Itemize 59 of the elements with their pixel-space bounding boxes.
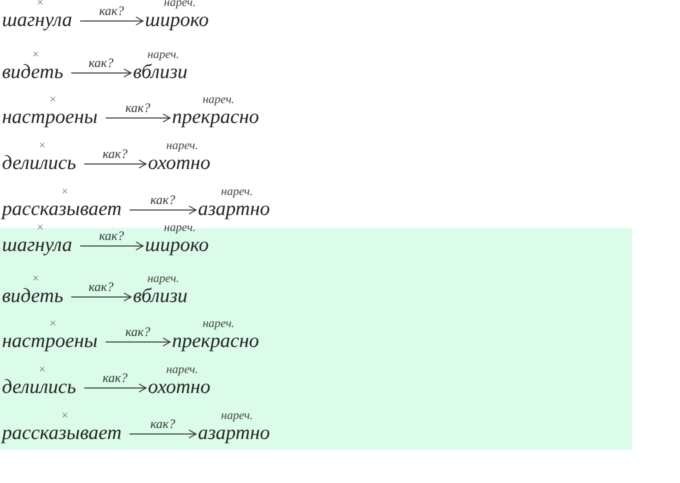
arrow: [70, 292, 132, 302]
arrow: [80, 242, 144, 250]
part-of-speech-note: нареч.: [166, 138, 198, 152]
word: делились: [2, 376, 76, 398]
part-of-speech-note: нареч.: [221, 408, 253, 422]
edge-label: как?: [150, 193, 176, 206]
word: рассказывает: [2, 198, 122, 220]
part-of-speech-note: нареч.: [164, 220, 196, 234]
edge-label: как?: [102, 147, 128, 160]
cross-mark: ×: [60, 408, 69, 422]
cross-mark: ×: [60, 184, 69, 198]
cross-mark: ×: [32, 271, 40, 285]
arrow: [84, 160, 146, 168]
part-of-speech-note: нареч.: [164, 0, 196, 9]
word: прекрасно: [172, 330, 260, 352]
word: азартно: [198, 422, 270, 444]
edge-label: как?: [125, 101, 150, 114]
cross-mark: ×: [48, 92, 57, 106]
word: широко: [145, 9, 209, 31]
word: вблизи: [133, 285, 188, 307]
edge-label: как?: [125, 325, 150, 338]
arrow: [84, 384, 146, 392]
word: широко: [145, 234, 209, 256]
word: видеть: [2, 285, 64, 307]
arrow: [129, 430, 196, 438]
word: шагнула: [2, 234, 72, 256]
part-of-speech-note: нареч.: [147, 271, 180, 285]
word: шагнула: [2, 9, 72, 31]
cross-mark: ×: [36, 220, 44, 234]
word: прекрасно: [172, 106, 260, 128]
cross-mark: ×: [38, 138, 46, 152]
edge-label: как?: [88, 280, 114, 293]
word: охотно: [148, 152, 210, 174]
word: вблизи: [133, 61, 188, 83]
part-of-speech-note: нареч.: [147, 47, 180, 61]
part-of-speech-note: нареч.: [202, 316, 234, 330]
cross-mark: ×: [38, 362, 46, 376]
word: рассказывает: [2, 422, 122, 444]
edge-label: как?: [99, 4, 124, 17]
edge-label: как?: [88, 56, 114, 69]
word: настроены: [2, 330, 98, 352]
arrow: [129, 206, 196, 214]
word: настроены: [2, 106, 98, 128]
edge-label: как?: [102, 371, 128, 384]
part-of-speech-note: нареч.: [202, 92, 234, 106]
arrow: [105, 338, 170, 346]
cross-mark: ×: [32, 47, 40, 61]
part-of-speech-note: нареч.: [166, 362, 198, 376]
part-of-speech-note: нареч.: [221, 184, 253, 198]
cross-mark: ×: [48, 316, 57, 330]
word: азартно: [198, 198, 270, 220]
arrow: [105, 114, 170, 122]
edge-label: как?: [99, 229, 124, 242]
word: делились: [2, 152, 76, 174]
word: охотно: [148, 376, 210, 398]
edge-label: как?: [150, 417, 176, 430]
arrow: [80, 16, 144, 26]
word: видеть: [2, 61, 64, 83]
arrow: [70, 68, 132, 78]
